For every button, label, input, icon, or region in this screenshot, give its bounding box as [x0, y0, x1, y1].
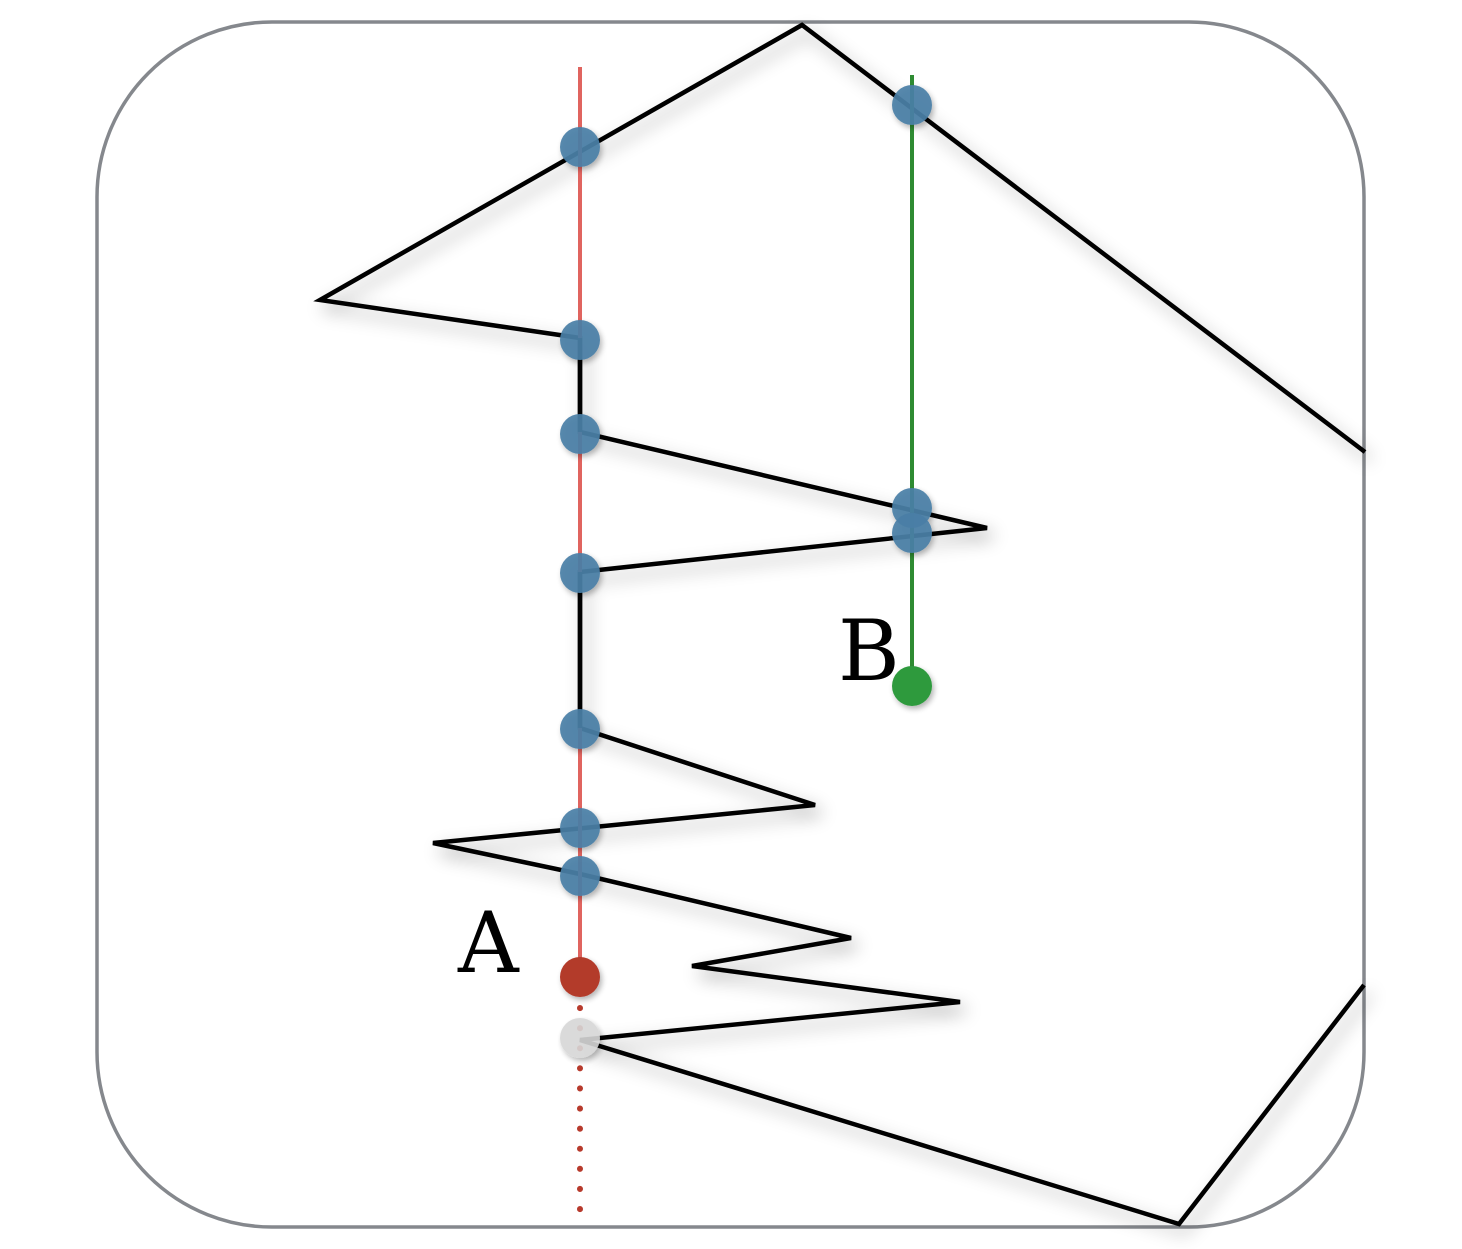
point-b-label: B: [838, 602, 900, 700]
intersection-dot: [560, 856, 600, 896]
point-a-label: A: [457, 894, 520, 992]
intersection-dot: [892, 85, 932, 125]
intersection-dot: [560, 414, 600, 454]
intersection-dot: [560, 127, 600, 167]
intersection-dot: [560, 808, 600, 848]
intersection-dot: [560, 320, 600, 360]
frame: [95, 20, 1366, 1229]
intersections-ray-a: [560, 127, 600, 896]
point-a-dot: [560, 957, 600, 997]
intersection-ghost-dot: [560, 1018, 600, 1058]
intersection-dot: [892, 513, 932, 553]
point-b-dot: [892, 666, 932, 706]
polygon-outline: [313, 22, 1367, 1227]
intersections-ray-b: [892, 85, 932, 553]
intersection-dot: [560, 553, 600, 593]
intersection-dot: [560, 709, 600, 749]
